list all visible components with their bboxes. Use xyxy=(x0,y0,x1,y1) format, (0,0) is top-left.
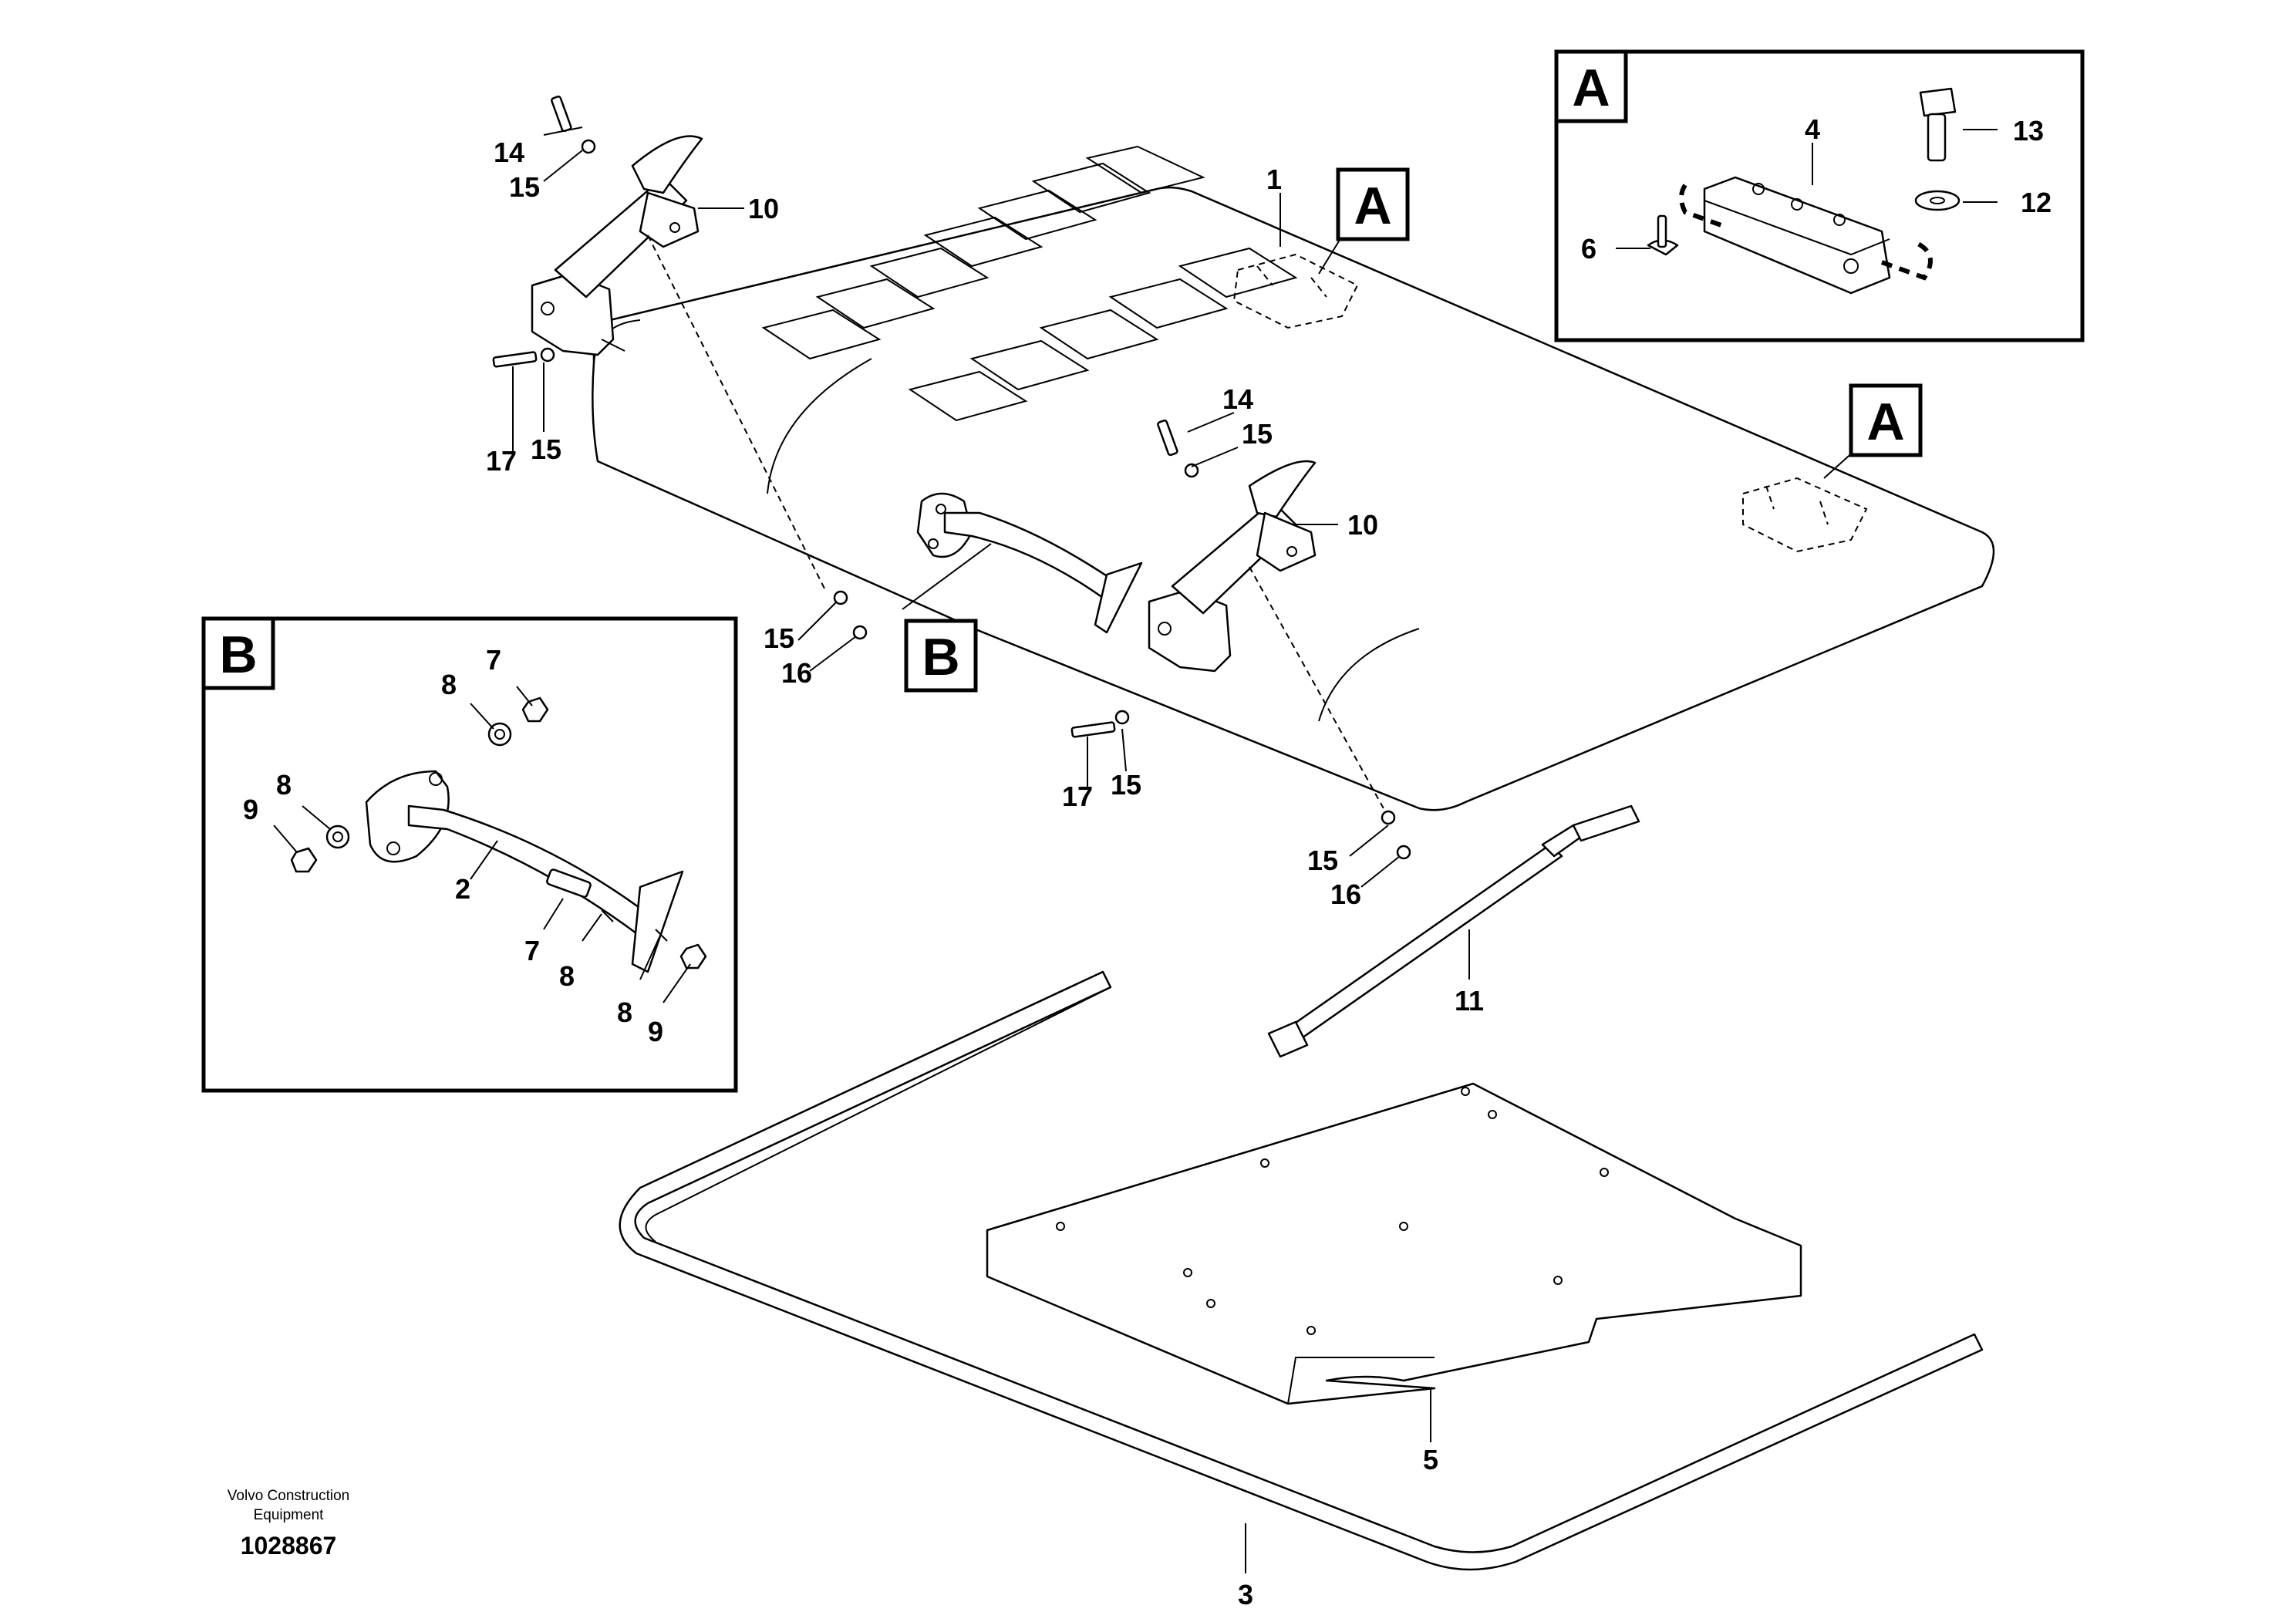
callout-numbers: 1 2 3 4 5 6 7 7 8 8 8 8 9 9 10 10 11 12 … xyxy=(243,113,2052,1610)
callout-7b: 7 xyxy=(524,935,540,966)
detail-box-b: B xyxy=(201,616,738,1093)
callout-15e: 15 xyxy=(764,622,794,654)
callout-10a: 10 xyxy=(748,193,779,224)
seal-strip xyxy=(619,970,1984,1571)
callout-1: 1 xyxy=(1266,164,1282,195)
footer: Volvo Construction Equipment 1028867 xyxy=(228,1488,349,1560)
callout-8b: 8 xyxy=(276,769,292,801)
callout-9b: 9 xyxy=(648,1016,663,1047)
svg-text:A: A xyxy=(1354,177,1391,235)
roof-panel xyxy=(592,145,1995,811)
callout-8c: 8 xyxy=(559,960,575,992)
callout-14a: 14 xyxy=(494,137,524,168)
callout-12: 12 xyxy=(2021,187,2052,218)
detail-tag-a-right: A xyxy=(1849,383,1923,457)
callout-15d: 15 xyxy=(1111,769,1141,801)
company-name-line2: Equipment xyxy=(254,1507,325,1523)
callout-4: 4 xyxy=(1805,113,1820,145)
callout-13: 13 xyxy=(2013,115,2044,147)
company-name-line1: Volvo Construction xyxy=(228,1488,349,1504)
grab-handle-roof xyxy=(916,492,1143,634)
callout-11: 11 xyxy=(1455,985,1484,1017)
callout-15b: 15 xyxy=(531,433,561,465)
latch-upper-left xyxy=(531,135,703,356)
callout-8d: 8 xyxy=(617,996,632,1028)
callout-15c: 15 xyxy=(1242,418,1273,450)
headliner-panel xyxy=(986,1082,1802,1405)
callout-9a: 9 xyxy=(243,794,258,825)
callout-6: 6 xyxy=(1581,233,1596,265)
callout-15a: 15 xyxy=(509,171,540,203)
callout-17a: 17 xyxy=(486,445,517,477)
document-number: 1028867 xyxy=(241,1532,337,1560)
gas-strut xyxy=(1267,804,1640,1058)
roof-fasteners xyxy=(492,95,1411,860)
callout-5: 5 xyxy=(1423,1444,1438,1475)
detail-box-a: A xyxy=(1554,49,2085,342)
callout-14b: 14 xyxy=(1222,383,1253,415)
detail-tag-b-main: B xyxy=(904,619,978,693)
detail-tag-a-main: A xyxy=(1336,167,1410,241)
callout-17b: 17 xyxy=(1062,781,1093,812)
callout-16a: 16 xyxy=(781,657,812,689)
callout-8a: 8 xyxy=(441,669,457,700)
latch-lower-middle xyxy=(1148,460,1317,673)
svg-text:B: B xyxy=(922,628,959,686)
callout-15f: 15 xyxy=(1307,845,1338,876)
leader-lines xyxy=(512,126,1863,1573)
callout-10b: 10 xyxy=(1347,509,1378,541)
svg-text:A: A xyxy=(1866,393,1904,451)
callout-3: 3 xyxy=(1238,1579,1253,1610)
svg-text:A: A xyxy=(1572,59,1610,117)
callout-7a: 7 xyxy=(486,644,501,676)
callout-2: 2 xyxy=(455,873,470,905)
svg-text:B: B xyxy=(219,626,257,684)
callout-16b: 16 xyxy=(1330,878,1361,910)
